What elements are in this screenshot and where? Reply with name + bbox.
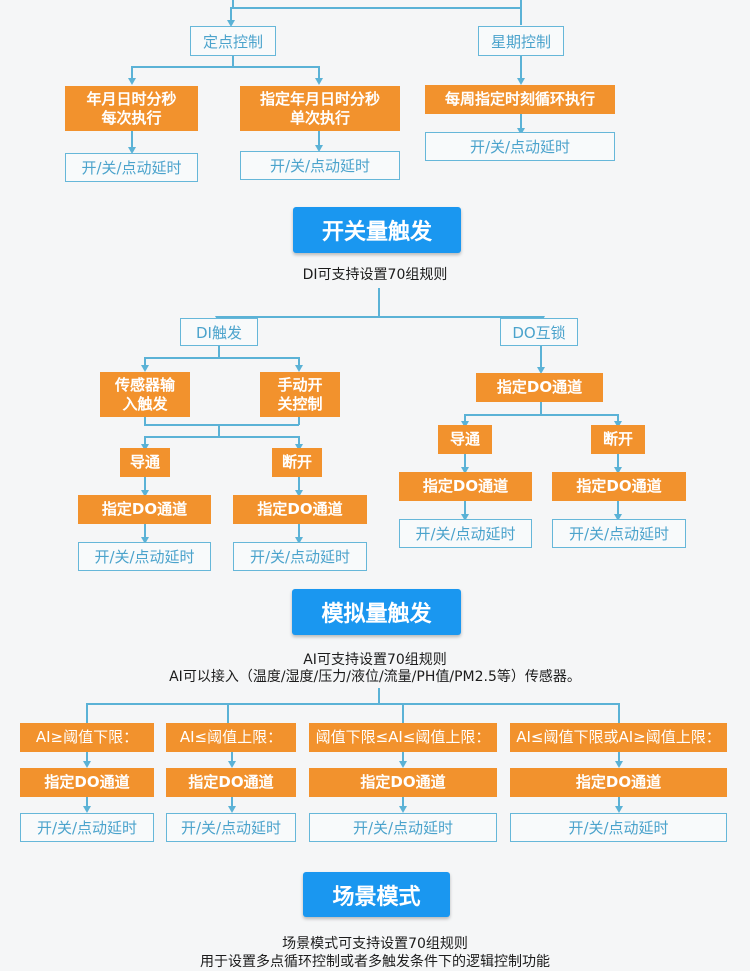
condition-node: AI≤阈值下限或AI≥阈值上限：: [510, 723, 727, 752]
analog-trigger-header: 模拟量触发: [292, 589, 461, 635]
do-channel-node: 指定DO通道: [166, 768, 296, 797]
analog-caption-line1: AI可支持设置70组规则: [303, 652, 447, 668]
condition-node: 阈值下限≤AI≤阈值上限：: [309, 723, 497, 752]
do-channel-node: 指定DO通道: [399, 472, 532, 501]
action-node: 开/关/点动延时: [309, 813, 497, 842]
switch-trigger-header: 开关量触发: [293, 207, 461, 253]
do-channel-node: 指定DO通道: [510, 768, 727, 797]
action-node: 开/关/点动延时: [166, 813, 296, 842]
manual-switch-node: 手动开 关控制: [260, 372, 340, 417]
action-node: 开/关/点动延时: [425, 132, 615, 161]
do-channel-node: 指定DO通道: [552, 472, 686, 501]
condition-node: AI≥阈值下限：: [20, 723, 154, 752]
scene-mode-header: 场景模式: [303, 872, 450, 917]
action-node: 开/关/点动延时: [78, 542, 211, 571]
action-node: 开/关/点动延时: [399, 519, 532, 548]
action-node: 开/关/点动延时: [233, 542, 367, 571]
disconnect-state-node: 断开: [591, 425, 645, 454]
condition-node: AI≤阈值上限：: [166, 723, 296, 752]
analog-caption-line2: AI可以接入（温度/湿度/压力/液位/流量/PH值/PM2.5等）传感器。: [169, 669, 581, 685]
action-node: 开/关/点动延时: [65, 153, 198, 182]
sensor-input-trigger-node: 传感器输 入触发: [100, 372, 190, 417]
yearly-every-time-node: 年月日时分秒 每次执行: [65, 86, 198, 131]
weekly-loop-node: 每周指定时刻循环执行: [425, 85, 615, 114]
scene-caption-line1: 场景模式可支持设置70组规则: [282, 936, 468, 952]
action-node: 开/关/点动延时: [552, 519, 686, 548]
action-node: 开/关/点动延时: [510, 813, 727, 842]
do-channel-node: 指定DO通道: [233, 495, 367, 524]
disconnect-state-node: 断开: [272, 448, 322, 477]
specified-once-node: 指定年月日时分秒 单次执行: [240, 86, 400, 131]
scene-caption-line2: 用于设置多点循环控制或者多触发条件下的逻辑控制功能: [200, 954, 550, 970]
weekly-control-node: 星期控制: [478, 26, 564, 56]
di-trigger-node: DI触发: [180, 318, 258, 346]
do-channel-node: 指定DO通道: [309, 768, 497, 797]
do-channel-node: 指定DO通道: [20, 768, 154, 797]
fixed-point-control-node: 定点控制: [190, 26, 276, 56]
do-channel-node: 指定DO通道: [78, 495, 211, 524]
do-interlock-node: DO互锁: [500, 318, 578, 346]
switch-trigger-caption: DI可支持设置70组规则: [302, 267, 448, 283]
action-node: 开/关/点动延时: [240, 151, 400, 180]
action-node: 开/关/点动延时: [20, 813, 154, 842]
conduct-state-node: 导通: [438, 425, 492, 454]
conduct-state-node: 导通: [120, 448, 170, 477]
do-channel-node: 指定DO通道: [476, 373, 603, 402]
